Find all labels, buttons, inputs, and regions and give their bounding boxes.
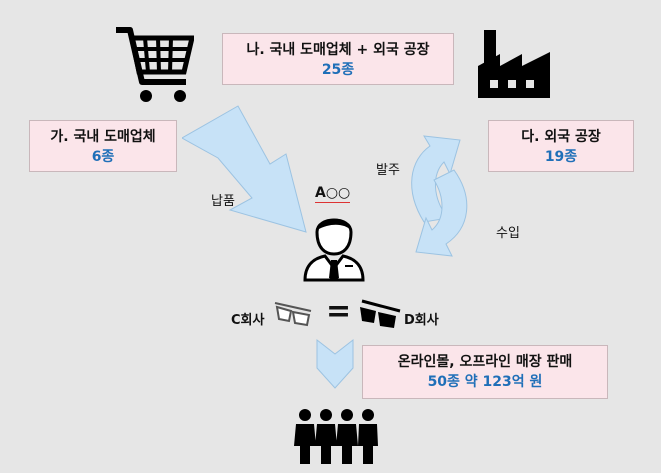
delivery-label: 납품 — [211, 194, 235, 209]
box-domestic-title: 가. 국내 도매업체 — [50, 129, 156, 145]
box-foreign: 다. 외국 공장 19종 — [488, 120, 634, 172]
box-foreign-count: 19종 — [544, 149, 578, 165]
company-c-label: C회사 — [231, 313, 265, 328]
box-sales-title: 온라인몰, 오프라인 매장 판매 — [397, 354, 573, 370]
equals-sign: = — [326, 294, 352, 329]
3d-glasses-icon — [360, 299, 401, 328]
3d-glasses-icon — [274, 302, 312, 327]
order-label: 발주 — [376, 163, 400, 178]
order-import-cycle-arrows — [411, 135, 468, 257]
box-domestic-count: 6종 — [91, 149, 115, 165]
factory-icon — [478, 30, 550, 98]
box-domestic-foreign-title: 나. 국내 도매업체 + 외국 공장 — [246, 42, 430, 58]
shopping-cart-icon — [116, 27, 194, 102]
box-sales-count: 50종 약 123억 원 — [427, 374, 543, 390]
box-domestic-foreign: 나. 국내 도매업체 + 외국 공장 25종 — [222, 33, 454, 85]
person-name: A○○ — [315, 185, 351, 203]
chevron-down-arrow — [316, 338, 354, 389]
box-sales: 온라인몰, 오프라인 매장 판매 50종 약 123억 원 — [362, 345, 608, 399]
import-label: 수입 — [496, 226, 520, 241]
businessman-icon — [303, 218, 365, 282]
box-foreign-title: 다. 외국 공장 — [521, 129, 601, 145]
delivery-arrow — [182, 105, 307, 233]
company-d-label: D회사 — [404, 313, 439, 328]
box-domestic: 가. 국내 도매업체 6종 — [29, 120, 177, 172]
people-group-icon — [294, 409, 378, 464]
box-domestic-foreign-count: 25종 — [321, 62, 355, 78]
